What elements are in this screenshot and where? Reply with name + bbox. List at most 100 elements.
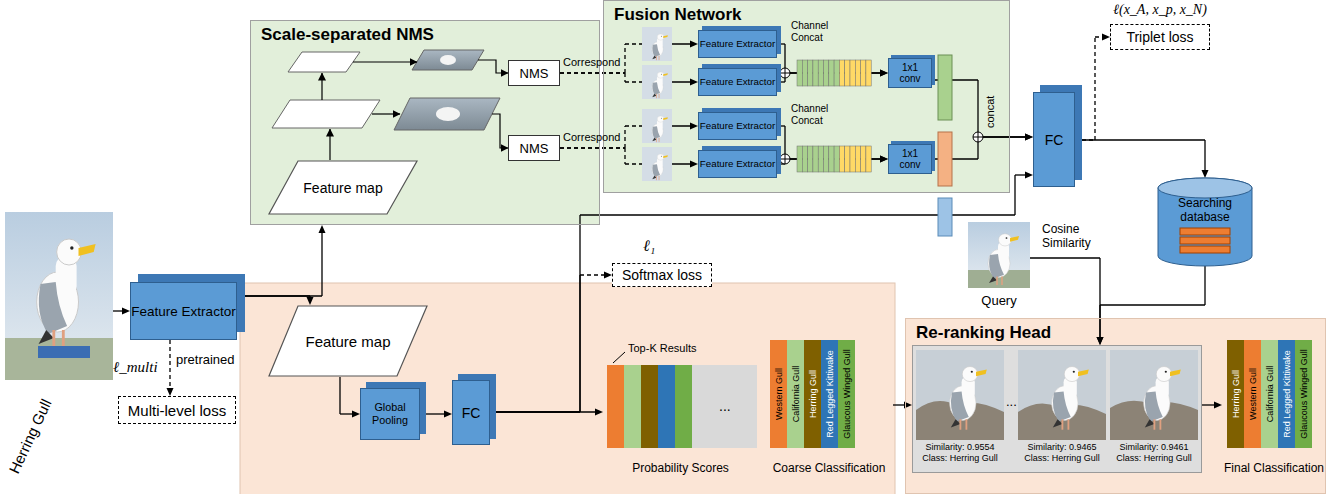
connector-segment xyxy=(420,413,446,414)
connector xyxy=(1202,402,1222,409)
image-slab xyxy=(436,107,460,121)
edge-label: Correspond xyxy=(563,131,620,143)
class-bar: Glaucous Winged Gull xyxy=(1295,340,1312,448)
result-photo xyxy=(916,350,1198,440)
slab-outline xyxy=(269,161,417,214)
arrow-head xyxy=(1025,172,1033,179)
arrow-head xyxy=(604,272,612,279)
class-bar: California Gull xyxy=(787,340,804,448)
arrow-head xyxy=(690,79,698,86)
arrow-head xyxy=(1025,134,1033,141)
connector xyxy=(893,402,912,409)
arrow-head xyxy=(690,161,698,168)
decor-path xyxy=(973,132,983,142)
connector-segment xyxy=(978,136,1027,137)
feature-extractor: Feature Extractor xyxy=(698,112,777,140)
class-bar: Western Gull xyxy=(770,340,787,448)
node-text: Similarity: 0.9461 xyxy=(1119,442,1188,453)
decor-rect xyxy=(968,222,1030,288)
feature-vector xyxy=(938,55,952,236)
connector-segment xyxy=(1204,140,1205,172)
decor-rect xyxy=(5,338,113,380)
decor-rect xyxy=(1018,350,1106,440)
connector-segment xyxy=(560,72,625,73)
node-text: Class: Herring Gull xyxy=(1116,453,1192,464)
arrow-head xyxy=(307,297,314,305)
score-bars xyxy=(607,365,757,448)
connector-segment xyxy=(624,73,625,82)
node-text: Feature map xyxy=(305,333,390,350)
conv-box: 1x1 conv xyxy=(888,58,932,88)
feature-channel xyxy=(861,146,866,172)
feature-map: Feature map xyxy=(268,160,418,215)
node-text: Feature map xyxy=(303,180,382,196)
decor-use xyxy=(652,116,668,142)
feature-channel xyxy=(845,60,850,86)
connector-segment xyxy=(560,72,625,73)
class-bar: Red Legged Kittiwake xyxy=(821,340,838,448)
arrow-head xyxy=(352,411,360,418)
connector xyxy=(490,272,612,413)
panel-fill xyxy=(250,20,600,225)
arrow-head xyxy=(1025,134,1033,141)
annotation: ... xyxy=(719,398,731,414)
arrow-head xyxy=(319,225,326,233)
flow-arrow xyxy=(492,114,508,148)
cylinder-top xyxy=(1158,178,1252,198)
nms-box: NMS xyxy=(508,60,560,86)
feature-channel xyxy=(824,146,829,172)
arrow-head xyxy=(880,70,888,77)
decor-rect xyxy=(1110,350,1198,440)
loss-box: ℓ(x_A, x_p, x_N)Triplet loss xyxy=(1110,24,1210,50)
node-text: Herring Gull xyxy=(808,370,818,418)
label-anchor: Top-K Results xyxy=(628,342,696,354)
decor-rect xyxy=(5,212,113,380)
result-card: Similarity: 0.9554Class: Herring Gull xyxy=(916,350,1004,470)
result-card: Similarity: 0.9465Class: Herring Gull xyxy=(1018,350,1106,470)
class-bar: Red Legged Kittiwake xyxy=(1278,340,1295,448)
decor-circle xyxy=(780,68,790,78)
label-anchor: pretrained xyxy=(176,352,235,367)
node-text: Class: Herring Gull xyxy=(922,453,998,464)
class-bar: Western Gull xyxy=(1244,340,1261,448)
input-photo xyxy=(5,212,113,380)
edge-label: Cosine Similarity xyxy=(1042,222,1102,250)
image-slab xyxy=(394,98,500,130)
decor-path xyxy=(780,154,790,164)
arrow-head xyxy=(167,388,174,396)
decor-path xyxy=(780,68,790,78)
flow-arrow xyxy=(478,60,508,73)
decor-use xyxy=(652,72,668,98)
decor-rect xyxy=(624,365,641,448)
feature-extractor: Feature Extractor xyxy=(698,68,777,96)
arrow-head xyxy=(444,411,452,418)
node-text: Softmax loss xyxy=(622,267,702,283)
feature-channel xyxy=(866,146,871,172)
feature-extractor: Feature Extractor xyxy=(698,150,777,178)
flow-arrow xyxy=(321,73,322,100)
node-text: Re-ranking Head xyxy=(916,323,1051,343)
arrow-head xyxy=(690,123,698,130)
connector-segment xyxy=(624,148,625,164)
connector-segment xyxy=(625,81,642,82)
query-image: Query xyxy=(968,222,1030,288)
edge-label: Channel Concat xyxy=(791,20,836,44)
decor-use xyxy=(1144,367,1181,430)
connector xyxy=(560,148,698,168)
feature-channel xyxy=(861,60,866,86)
feature-channel xyxy=(829,60,834,86)
feature-extractor: Feature Extractor xyxy=(698,30,777,58)
connector xyxy=(560,73,698,86)
connector-segment xyxy=(1014,175,1015,215)
stored-vector xyxy=(1180,228,1230,235)
feature-channel xyxy=(818,60,823,86)
decor-rect xyxy=(642,147,672,181)
fc-layer: FC xyxy=(1033,92,1075,187)
feature-channel xyxy=(839,60,844,86)
connector xyxy=(1075,34,1110,141)
connector-segment xyxy=(579,275,580,412)
arrow-head xyxy=(690,41,698,48)
feature-slab xyxy=(272,100,380,128)
connector-segment xyxy=(1202,404,1216,405)
